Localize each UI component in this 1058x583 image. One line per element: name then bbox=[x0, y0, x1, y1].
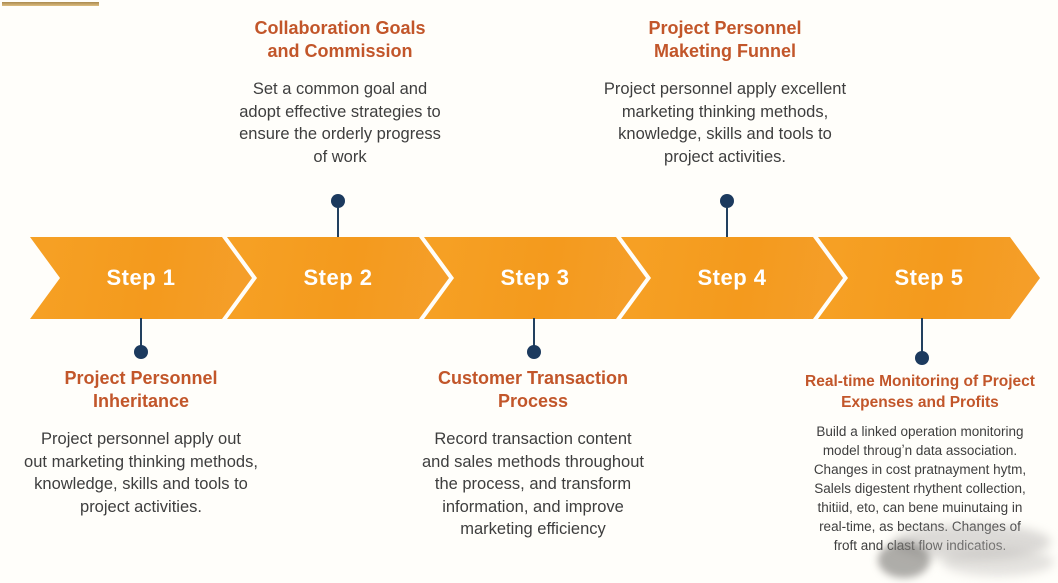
callout-body: Build a linked operation monitoring mode… bbox=[813, 424, 1027, 553]
connector-dot-step-4 bbox=[720, 194, 734, 208]
connector-stem-step-1 bbox=[140, 318, 142, 347]
callout-title: Collaboration Goals and Commission bbox=[254, 18, 426, 61]
connector-stem-step-4 bbox=[726, 207, 728, 237]
callout-title: Project Personnel Maketing Funnel bbox=[648, 18, 802, 61]
chevron-step-3: Step 3 bbox=[424, 237, 646, 319]
step-label: Step 4 bbox=[697, 265, 767, 290]
chevron-step-5: Step 5 bbox=[818, 237, 1040, 319]
callout-title: Customer Transaction Process bbox=[437, 368, 629, 411]
callout-step-5: Real-time Monitoring of Project Expenses… bbox=[772, 371, 1058, 555]
callout-body: Set a common goal and adopt effective st… bbox=[239, 80, 441, 166]
step-label: Step 5 bbox=[894, 265, 964, 290]
chevron-step-1: Step 1 bbox=[30, 237, 252, 319]
step-label: Step 3 bbox=[500, 265, 570, 290]
callout-step-4: Project Personnel Maketing Funnel Projec… bbox=[572, 17, 878, 168]
callout-step-1: Project Personnel Inheritance Project pe… bbox=[3, 367, 279, 518]
top-left-rule bbox=[2, 2, 99, 6]
chevron-step-4: Step 4 bbox=[621, 237, 843, 319]
step-label: Step 2 bbox=[303, 265, 373, 290]
connector-stem-step-2 bbox=[337, 207, 339, 237]
connector-dot-step-1 bbox=[134, 345, 148, 359]
step-label: Step 1 bbox=[106, 265, 176, 290]
connector-stem-step-5 bbox=[921, 318, 923, 352]
callout-title: Real-time Monitoring of Project Expenses… bbox=[805, 373, 1035, 411]
callout-step-3: Customer Transaction Process Record tran… bbox=[393, 367, 673, 541]
connector-dot-step-2 bbox=[331, 194, 345, 208]
callout-title: Project Personnel Inheritance bbox=[64, 368, 218, 411]
connector-dot-step-5 bbox=[915, 351, 929, 365]
connector-stem-step-3 bbox=[533, 318, 535, 347]
callout-body: Record transaction content and sales met… bbox=[422, 430, 644, 538]
connector-dot-step-3 bbox=[527, 345, 541, 359]
callout-body: Project personnel apply out out marketin… bbox=[24, 430, 258, 516]
callout-body: Project personnel apply excellent market… bbox=[603, 80, 847, 166]
chevron-step-2: Step 2 bbox=[227, 237, 449, 319]
callout-step-2: Collaboration Goals and Commission Set a… bbox=[200, 17, 480, 168]
